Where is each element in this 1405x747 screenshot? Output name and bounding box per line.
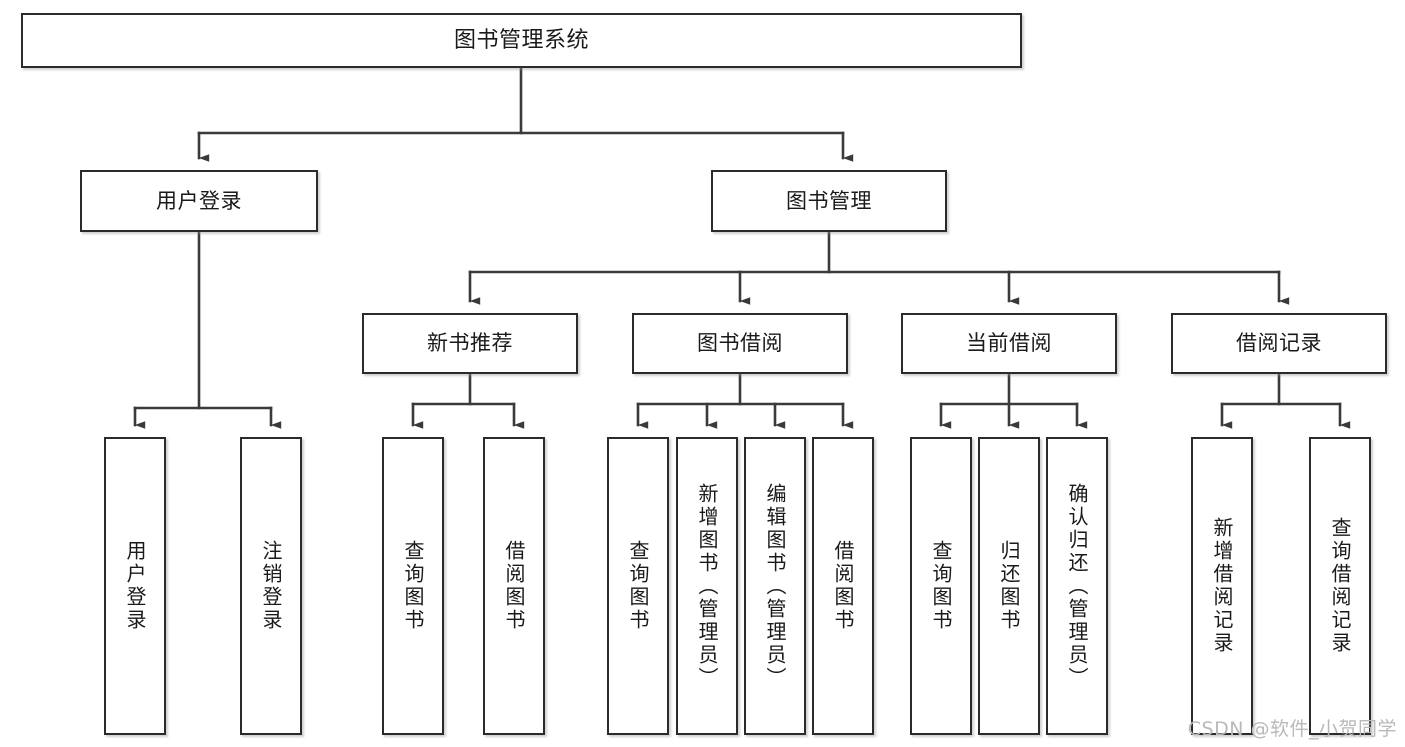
node-leaf-logout-label: 注销登录 — [259, 540, 283, 632]
node-root-label: 图书管理系统 — [453, 27, 589, 53]
node-leaf-query-record[interactable]: 查询借阅记录 — [1309, 437, 1371, 735]
node-leaf-query-book-2-label: 查询图书 — [626, 540, 650, 632]
node-leaf-query-book-2[interactable]: 查询图书 — [607, 437, 669, 735]
node-leaf-confirm-return[interactable]: 确认归还（管理员） — [1046, 437, 1108, 735]
node-leaf-query-book-1-label: 查询图书 — [401, 540, 425, 632]
node-leaf-add-book-label: 新增图书（管理员） — [695, 482, 719, 690]
node-leaf-edit-book-label: 编辑图书（管理员） — [763, 482, 787, 690]
node-borrow-record[interactable]: 借阅记录 — [1171, 313, 1387, 374]
node-leaf-edit-book[interactable]: 编辑图书（管理员） — [744, 437, 806, 735]
node-leaf-borrow-book-1[interactable]: 借阅图书 — [483, 437, 545, 735]
node-borrow-record-label: 借阅记录 — [1236, 331, 1322, 356]
node-current-borrow-label: 当前借阅 — [966, 331, 1052, 356]
node-user-login-label: 用户登录 — [156, 188, 242, 213]
node-leaf-borrow-book-2-label: 借阅图书 — [831, 540, 855, 632]
node-leaf-return-book-label: 归还图书 — [997, 540, 1021, 632]
node-leaf-user-login[interactable]: 用户登录 — [104, 437, 166, 735]
node-leaf-return-book[interactable]: 归还图书 — [978, 437, 1040, 735]
node-leaf-borrow-book-1-label: 借阅图书 — [502, 540, 526, 632]
node-new-book-rec-label: 新书推荐 — [427, 331, 513, 356]
node-current-borrow[interactable]: 当前借阅 — [901, 313, 1117, 374]
watermark-text: CSDN @软件_小贺同学 — [1187, 718, 1397, 740]
node-book-borrow[interactable]: 图书借阅 — [632, 313, 848, 374]
node-leaf-borrow-book-2[interactable]: 借阅图书 — [812, 437, 874, 735]
node-leaf-logout[interactable]: 注销登录 — [240, 437, 302, 735]
node-leaf-query-record-label: 查询借阅记录 — [1328, 517, 1352, 655]
node-book-mgmt[interactable]: 图书管理 — [711, 170, 947, 232]
node-leaf-user-login-label: 用户登录 — [123, 540, 147, 632]
node-leaf-add-record-label: 新增借阅记录 — [1210, 517, 1234, 655]
node-leaf-query-book-1[interactable]: 查询图书 — [382, 437, 444, 735]
node-book-mgmt-label: 图书管理 — [786, 188, 872, 213]
node-book-borrow-label: 图书借阅 — [697, 331, 783, 356]
node-leaf-query-book-3-label: 查询图书 — [929, 540, 953, 632]
node-leaf-add-record[interactable]: 新增借阅记录 — [1191, 437, 1253, 735]
node-leaf-confirm-return-label: 确认归还（管理员） — [1065, 482, 1089, 690]
node-leaf-query-book-3[interactable]: 查询图书 — [910, 437, 972, 735]
node-root[interactable]: 图书管理系统 — [21, 13, 1022, 68]
node-user-login[interactable]: 用户登录 — [80, 170, 318, 232]
node-new-book-rec[interactable]: 新书推荐 — [362, 313, 578, 374]
node-leaf-add-book[interactable]: 新增图书（管理员） — [676, 437, 738, 735]
